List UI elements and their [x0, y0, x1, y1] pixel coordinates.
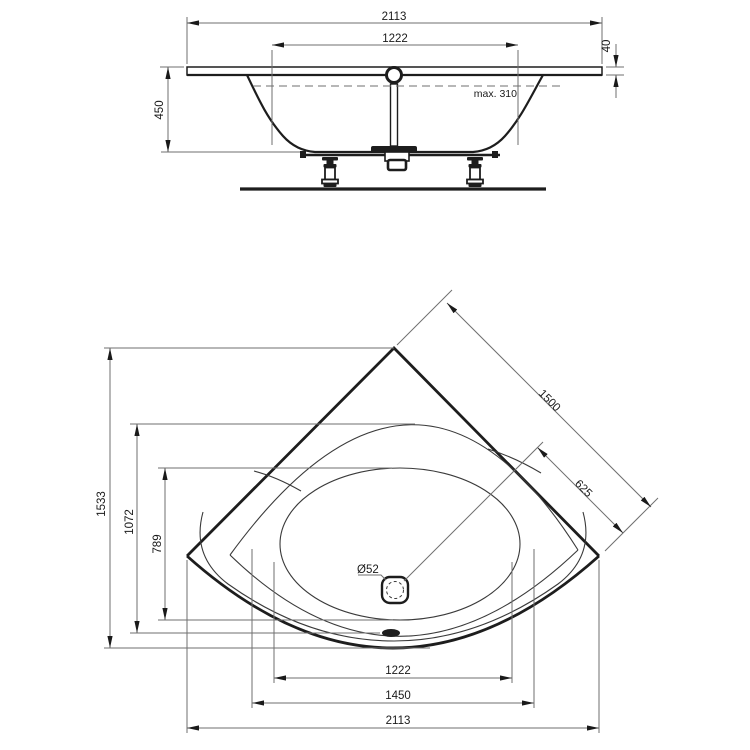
dim-bottom-overall-width: 2113	[186, 560, 600, 733]
dim-label: 789	[152, 534, 164, 553]
waste-overflow-assembly	[371, 66, 417, 172]
dim-label: 40	[601, 40, 613, 53]
foot-stem	[326, 160, 334, 164]
foot-body	[324, 166, 336, 181]
foot-body	[469, 166, 481, 181]
overflow-fitting	[385, 66, 403, 84]
side-elevation-view: max. 310 2113 1222 40 450	[154, 11, 624, 191]
foot-pad	[468, 183, 482, 187]
basin-floor-oval	[279, 467, 521, 621]
adjustable-foot-right	[466, 157, 484, 187]
adjustable-foot-left	[321, 157, 339, 187]
dim-label: 625	[572, 478, 594, 500]
overflow-marker	[382, 629, 400, 637]
drain-diameter-label: Ø52	[357, 564, 379, 576]
contour-arc-left	[253, 470, 302, 492]
basin-rim-lower-arc	[229, 549, 579, 637]
basin-rim-upper-arc	[229, 424, 579, 556]
foot-base	[321, 178, 339, 185]
dim-label: 1222	[385, 665, 411, 677]
tub-inner-rim-curve	[199, 511, 587, 642]
dim-side-inner-width: 1222	[271, 33, 519, 145]
foot-knob	[467, 157, 483, 161]
dim-label: 1533	[96, 491, 108, 517]
dim-label: 1450	[385, 690, 411, 702]
extension-line	[396, 289, 453, 346]
dim-label: 1222	[382, 33, 408, 45]
dim-bottom-inner-width: 1222	[273, 562, 513, 683]
dim-depth: 450	[154, 66, 300, 153]
dim-label: 1072	[124, 509, 136, 535]
foot-pad	[323, 183, 337, 187]
dim-side-length: 1500	[396, 289, 659, 552]
drain-dashed-circle	[386, 581, 404, 599]
dim-drain-offset: 625	[537, 447, 624, 534]
dim-total-depth: 1533	[96, 347, 430, 649]
foot-base	[466, 178, 484, 185]
leader-line	[358, 574, 387, 581]
waste-outlet	[386, 158, 408, 172]
max-fill-label: max. 310	[474, 88, 517, 100]
dim-label: 2113	[382, 11, 407, 23]
dim-label: 2113	[386, 715, 411, 727]
drain-extension-line	[403, 441, 544, 582]
drain-square	[380, 575, 410, 605]
plan-view: Ø52 1533 1072 789 150	[96, 289, 659, 733]
dim-label: 1500	[536, 388, 563, 415]
rail-end-right	[492, 151, 498, 158]
drain-symbol	[380, 575, 410, 605]
dim-side-overall-width: 2113	[186, 11, 603, 64]
dim-basin-inner-depth: 789	[152, 467, 393, 621]
dim-label: 450	[154, 100, 166, 119]
dim-bottom-mid-width: 1450	[251, 549, 535, 708]
tub-outer-edges	[186, 346, 600, 557]
dim-basin-outer-depth: 1072	[124, 423, 415, 634]
rail-end-left	[300, 151, 306, 158]
foot-stem	[471, 160, 479, 164]
foot-knob	[322, 157, 338, 161]
dim-rim-height: 40	[601, 40, 624, 98]
dimension-line	[537, 447, 624, 534]
overflow-pipe	[389, 83, 399, 147]
